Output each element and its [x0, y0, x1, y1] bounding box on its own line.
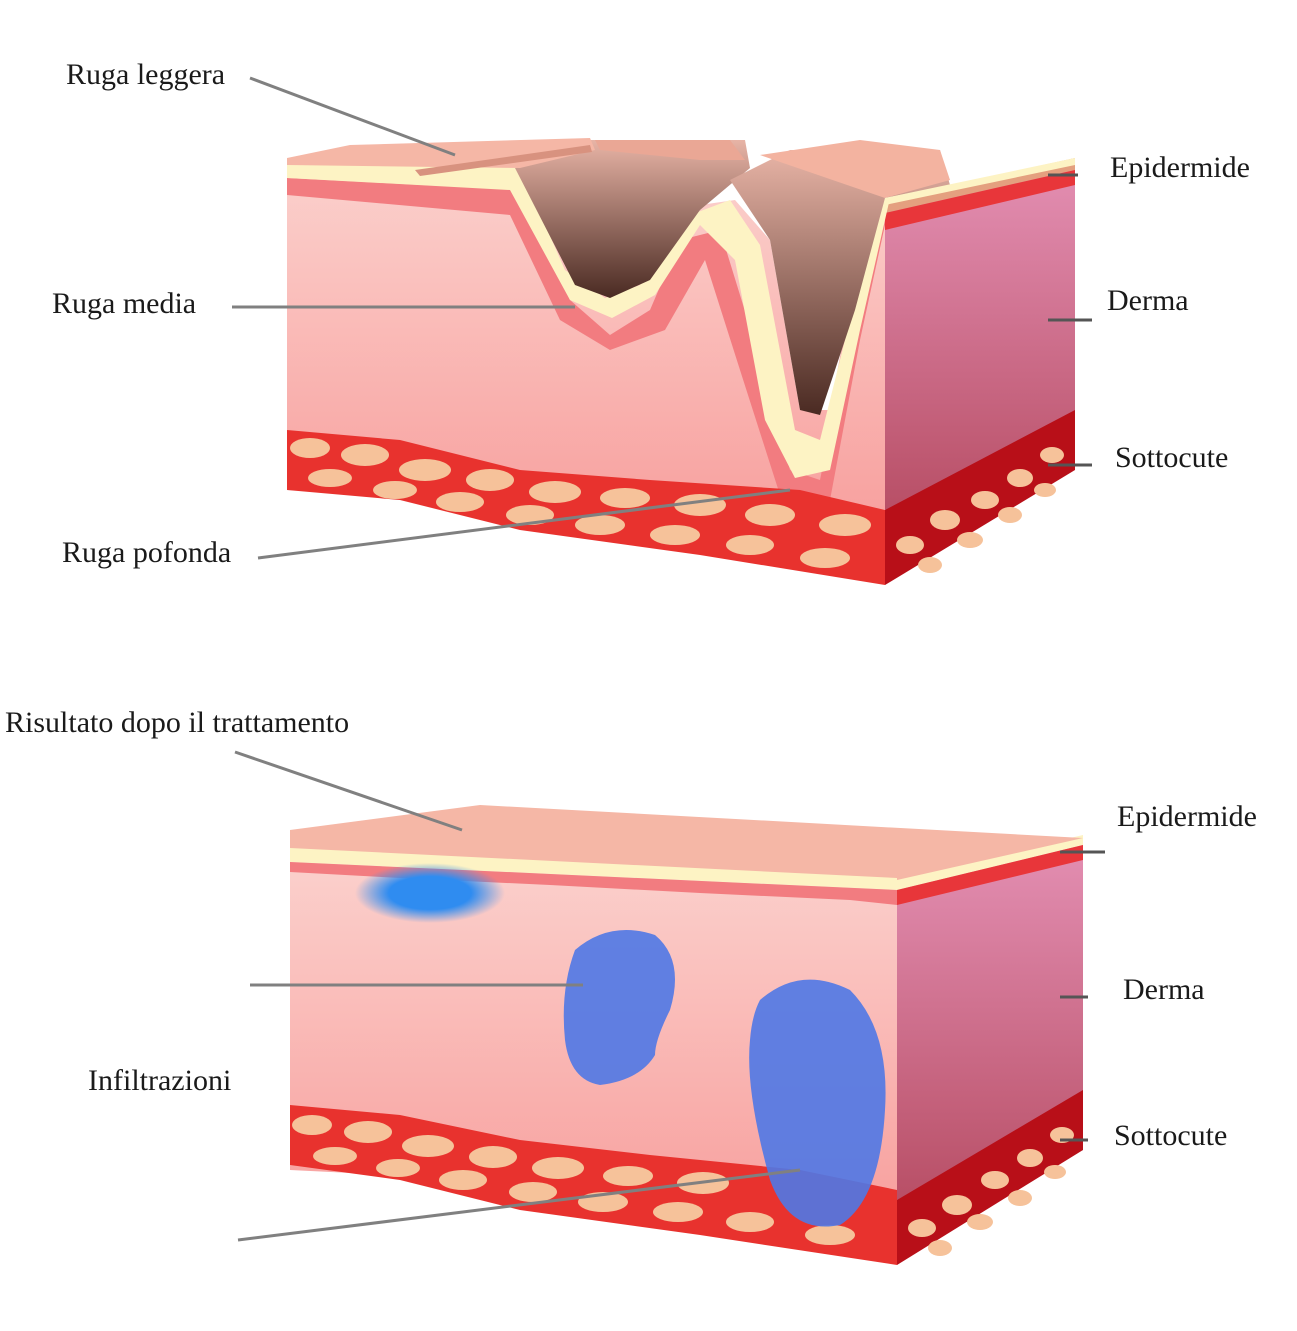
label-derma-bottom: Derma: [1123, 973, 1205, 1006]
skin-surface-bottom: [290, 805, 1083, 880]
skin-surface-mid: [595, 140, 745, 160]
skin-surface-right: [760, 140, 950, 198]
label-sottocute-top: Sottocute: [1115, 441, 1229, 474]
treated-skin-block: [290, 805, 1083, 1265]
ruga-leggera-crease: [415, 145, 592, 176]
ruga-profonda-groove: [730, 150, 950, 415]
epidermide-band: [287, 160, 890, 478]
filler-media: [563, 930, 675, 1085]
epidermide-band-bottom: [290, 848, 897, 890]
fat-cells-top: [290, 438, 871, 568]
label-sottocute-bottom: Sottocute: [1114, 1119, 1228, 1152]
leader-ruga-profonda: [257, 488, 791, 560]
top-leader-lines: [232, 76, 1092, 560]
derma-side-face: [885, 160, 1075, 510]
label-risultato: Risultato dopo il trattamento: [5, 706, 350, 739]
filler-superficiale: [355, 863, 505, 923]
label-infiltrazioni: Infiltrazioni: [88, 1064, 232, 1097]
label-derma-top: Derma: [1107, 284, 1189, 317]
wrinkled-skin-block: [287, 138, 1075, 585]
fat-cells-bottom: [292, 1115, 855, 1245]
leader-infiltrazioni-profonda: [237, 1168, 801, 1242]
bottom-leader-lines: [234, 750, 1105, 1242]
leader-risultato: [234, 750, 463, 832]
label-epidermide-top: Epidermide: [1110, 151, 1250, 184]
label-epidermide-bottom: Epidermide: [1117, 800, 1257, 833]
label-ruga-media: Ruga media: [52, 287, 197, 320]
leader-ruga-leggera: [249, 76, 456, 157]
label-ruga-profonda: Ruga pofonda: [62, 536, 232, 569]
label-ruga-leggera: Ruga leggera: [66, 58, 226, 91]
ruga-media-groove: [515, 140, 750, 298]
filler-profonda: [749, 979, 886, 1227]
derma-side-face-bottom: [897, 838, 1083, 1200]
